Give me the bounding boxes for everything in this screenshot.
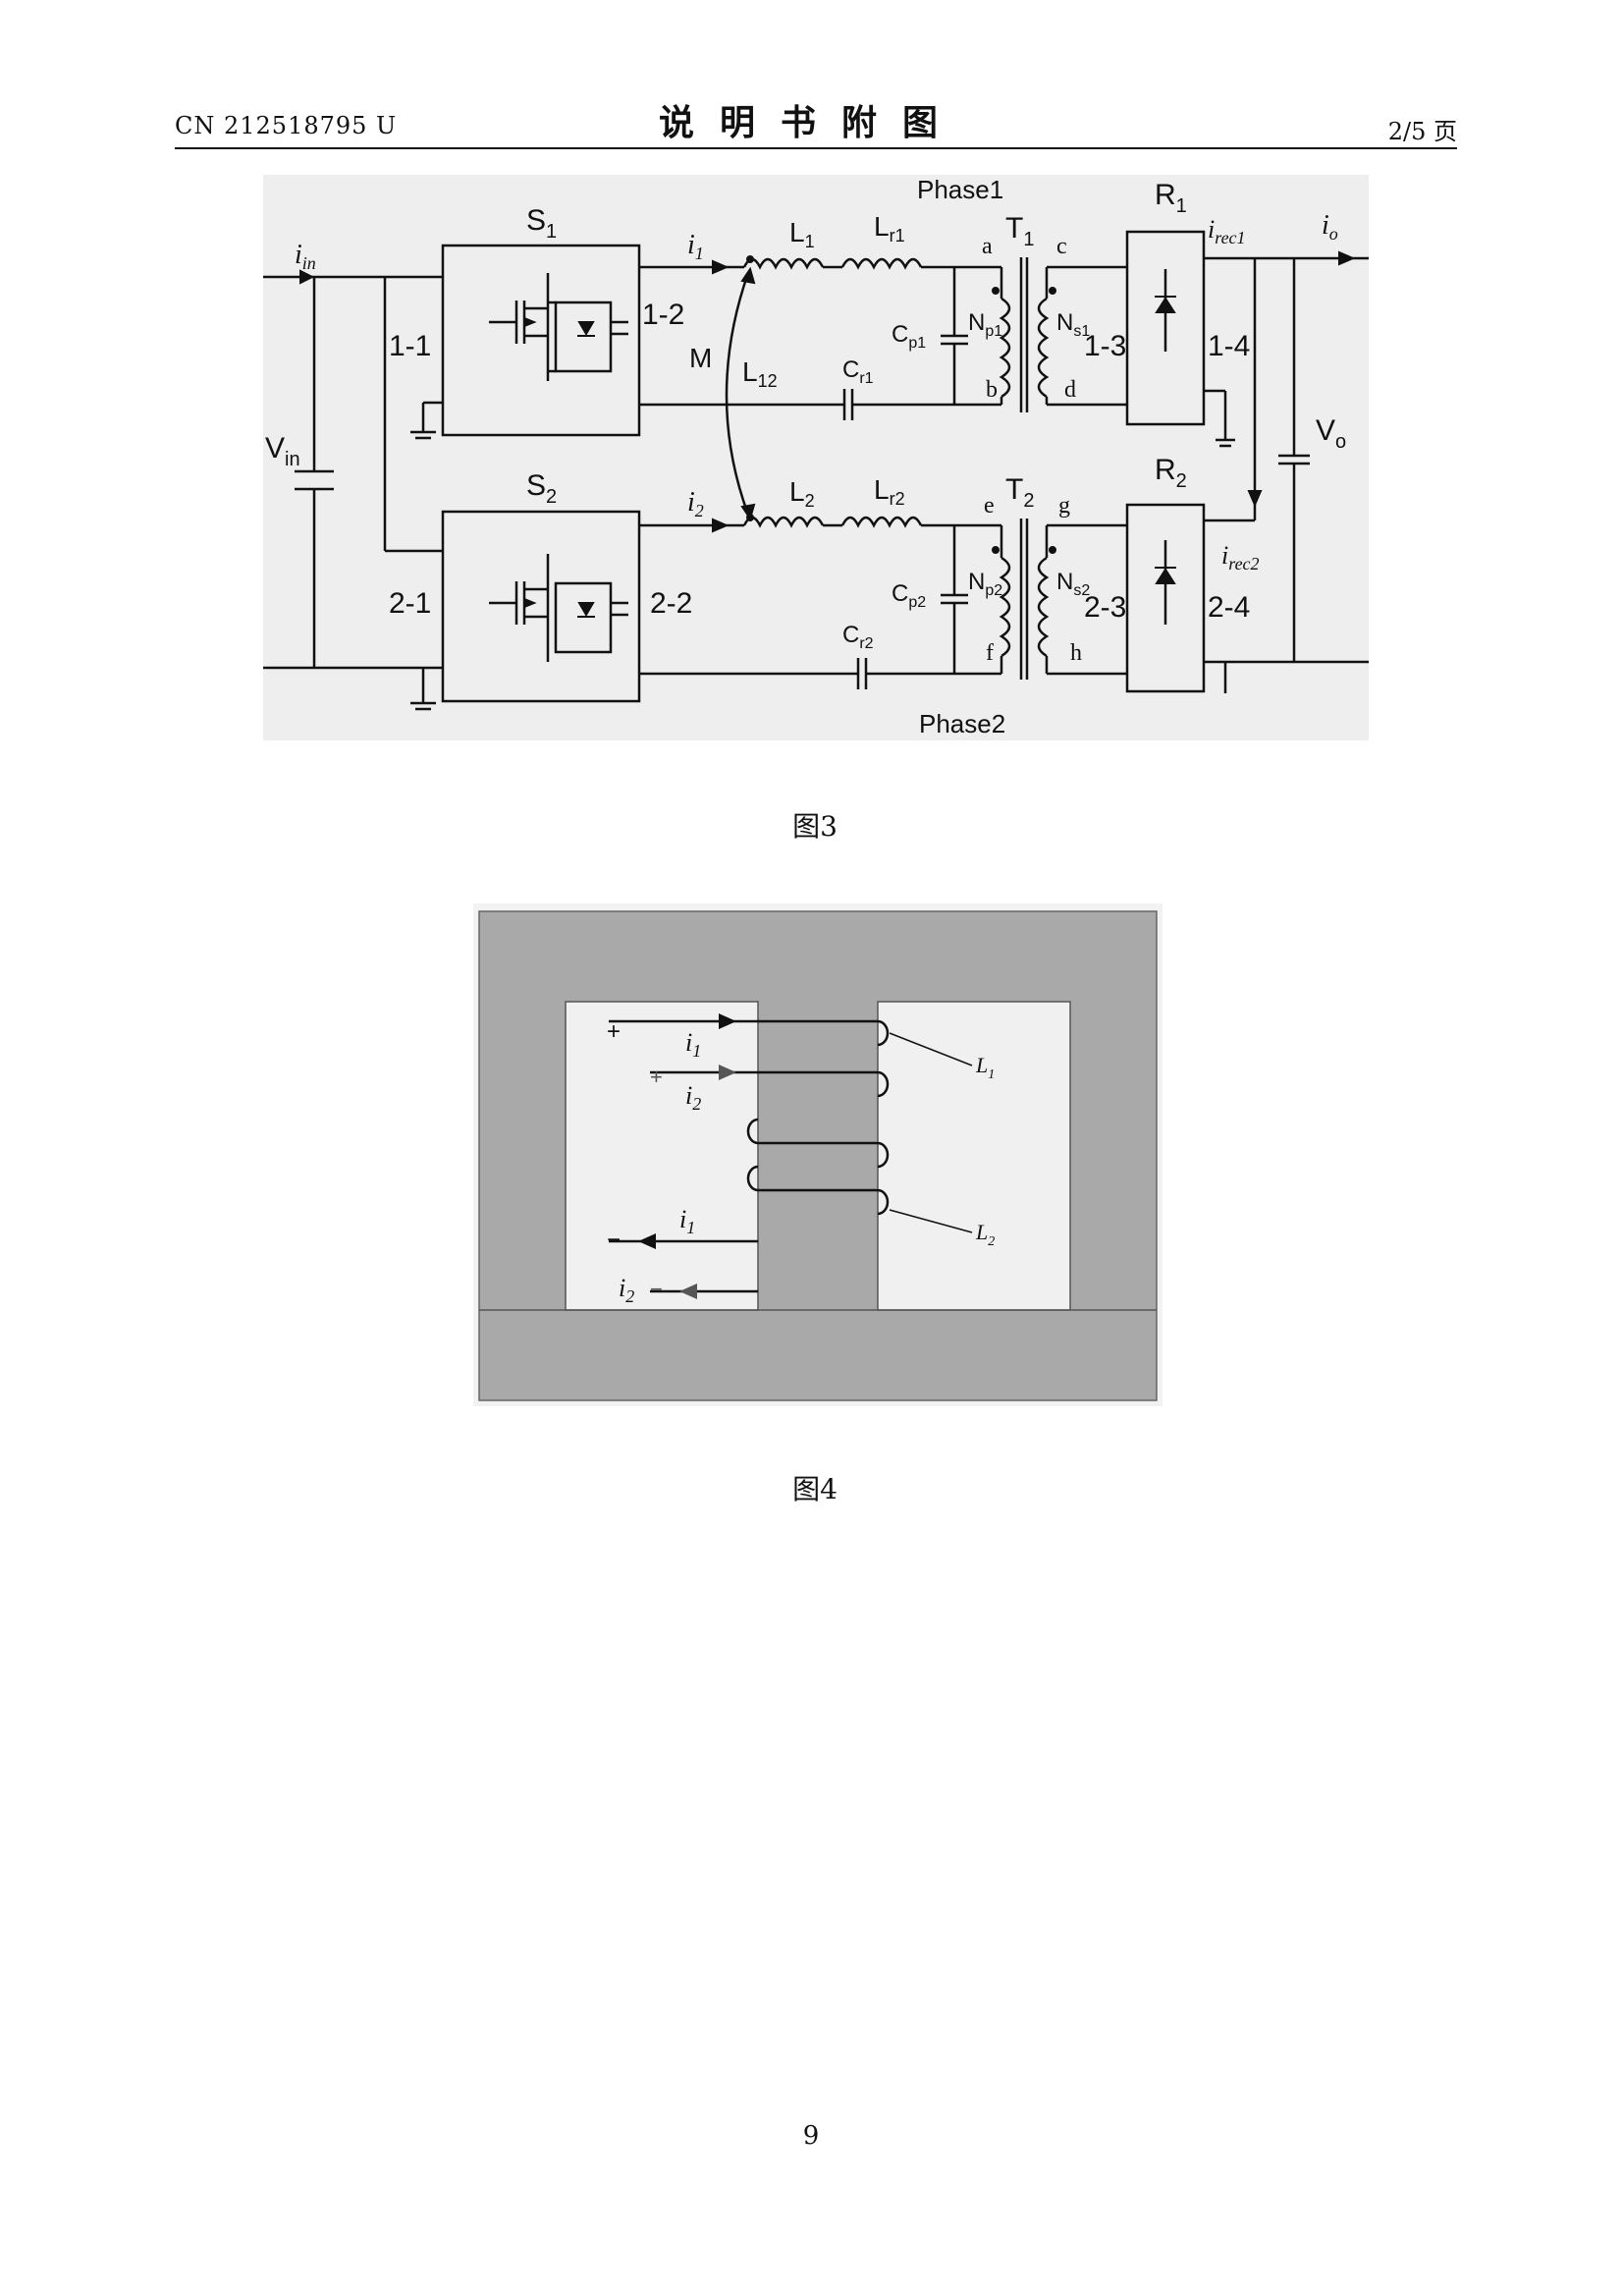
node-1-2: 1-2 bbox=[642, 299, 684, 331]
core-window-left bbox=[565, 1001, 759, 1311]
ns1-label: Ns1 bbox=[1056, 309, 1090, 340]
m-label: M bbox=[689, 343, 712, 373]
node-c: c bbox=[1056, 234, 1067, 259]
vin-label: Vin bbox=[265, 432, 300, 470]
iin-label: iin bbox=[295, 240, 316, 273]
node-d: d bbox=[1064, 377, 1076, 403]
cp2-label: Cp2 bbox=[892, 580, 926, 611]
i2-label: i2 bbox=[687, 487, 704, 520]
figure-3-circuit: Phase1 Phase2 S1 S2 R1 R2 T1 T2 iin i1 i… bbox=[263, 175, 1369, 740]
node-2-2: 2-2 bbox=[650, 587, 692, 620]
node-e: e bbox=[984, 493, 995, 519]
node-2-1: 2-1 bbox=[389, 587, 431, 620]
inductor-l2-label: L2 bbox=[975, 1220, 995, 1249]
cr2-label: Cr2 bbox=[842, 622, 874, 652]
node-h: h bbox=[1070, 640, 1082, 666]
node-a: a bbox=[982, 234, 993, 259]
figure-3-background bbox=[263, 175, 1369, 740]
core-window-right bbox=[877, 1001, 1071, 1311]
page-number: 9 bbox=[802, 2121, 820, 2151]
lr2-label: Lr2 bbox=[874, 474, 905, 509]
r1-label: R1 bbox=[1155, 179, 1187, 217]
figure-4-caption: 图4 bbox=[792, 1473, 838, 1505]
figure-3-caption: 图3 bbox=[792, 810, 838, 843]
np1-label: Np1 bbox=[968, 309, 1002, 340]
lr1-label: Lr1 bbox=[874, 211, 905, 246]
i1-label: i1 bbox=[687, 230, 704, 263]
s1-label: S1 bbox=[526, 204, 557, 243]
node-1-1: 1-1 bbox=[389, 330, 431, 362]
i1-bottom-label: i1 bbox=[679, 1205, 695, 1237]
irec1-label: irec1 bbox=[1208, 215, 1246, 247]
header-rule bbox=[175, 147, 1457, 149]
phase1-label: Phase1 bbox=[917, 175, 1003, 204]
node-2-3: 2-3 bbox=[1084, 591, 1126, 624]
publication-number: CN 212518795 U bbox=[175, 112, 398, 139]
inductor-l1-label: L1 bbox=[975, 1053, 995, 1082]
ns2-label: Ns2 bbox=[1056, 569, 1090, 599]
i2-top-label: i2 bbox=[685, 1081, 701, 1114]
io-label: io bbox=[1322, 210, 1338, 244]
node-1-3: 1-3 bbox=[1084, 330, 1126, 362]
s2-label: S2 bbox=[526, 469, 557, 508]
cr1-label: Cr1 bbox=[842, 356, 874, 387]
vo-label: Vo bbox=[1316, 414, 1346, 453]
np2-label: Np2 bbox=[968, 569, 1002, 599]
cp1-label: Cp1 bbox=[892, 321, 926, 352]
r2-label: R2 bbox=[1155, 454, 1187, 492]
l12-label: L12 bbox=[742, 356, 778, 391]
page-indicator: 2/5 页 bbox=[1387, 118, 1457, 145]
i1-top-label: i1 bbox=[685, 1028, 701, 1061]
node-g: g bbox=[1058, 493, 1070, 519]
node-b: b bbox=[986, 377, 998, 403]
node-1-4: 1-4 bbox=[1208, 330, 1250, 362]
phase2-label: Phase2 bbox=[919, 709, 1005, 738]
page-title: 说明书附图 bbox=[658, 103, 963, 143]
irec2-label: irec2 bbox=[1221, 541, 1260, 574]
figure-4-core-diagram: + + − − i1 i2 i1 i2 L1 L2 bbox=[473, 903, 1162, 1406]
plus-sign-2: + bbox=[650, 1065, 663, 1089]
t2-label: T2 bbox=[1005, 473, 1034, 512]
l1-label: L1 bbox=[789, 217, 815, 251]
l2-label: L2 bbox=[789, 476, 815, 511]
node-f: f bbox=[986, 640, 994, 666]
minus-sign-2: − bbox=[650, 1277, 663, 1301]
minus-sign-1: − bbox=[607, 1227, 621, 1253]
plus-sign-1: + bbox=[607, 1018, 621, 1045]
i2-bottom-label: i2 bbox=[619, 1274, 634, 1306]
node-2-4: 2-4 bbox=[1208, 591, 1250, 624]
t1-label: T1 bbox=[1005, 212, 1034, 250]
